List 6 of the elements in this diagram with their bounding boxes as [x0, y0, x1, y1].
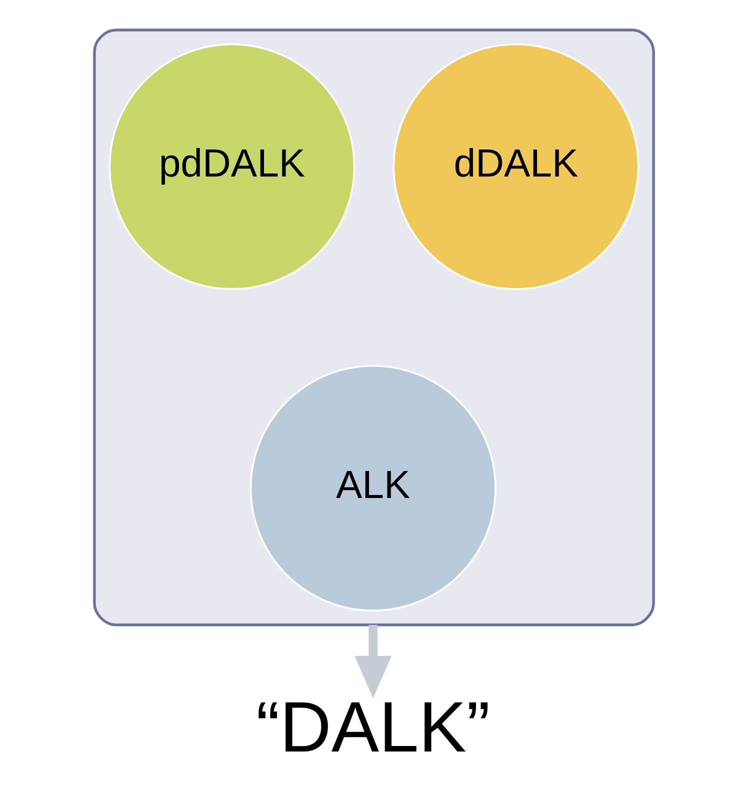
node-circle: dDALK [392, 43, 640, 290]
node-circle: pdDALK [108, 43, 356, 290]
cluster [93, 28, 655, 626]
arrow [354, 624, 392, 698]
node-text: “DALK” [256, 688, 490, 768]
node-circle: ALK [250, 364, 496, 612]
